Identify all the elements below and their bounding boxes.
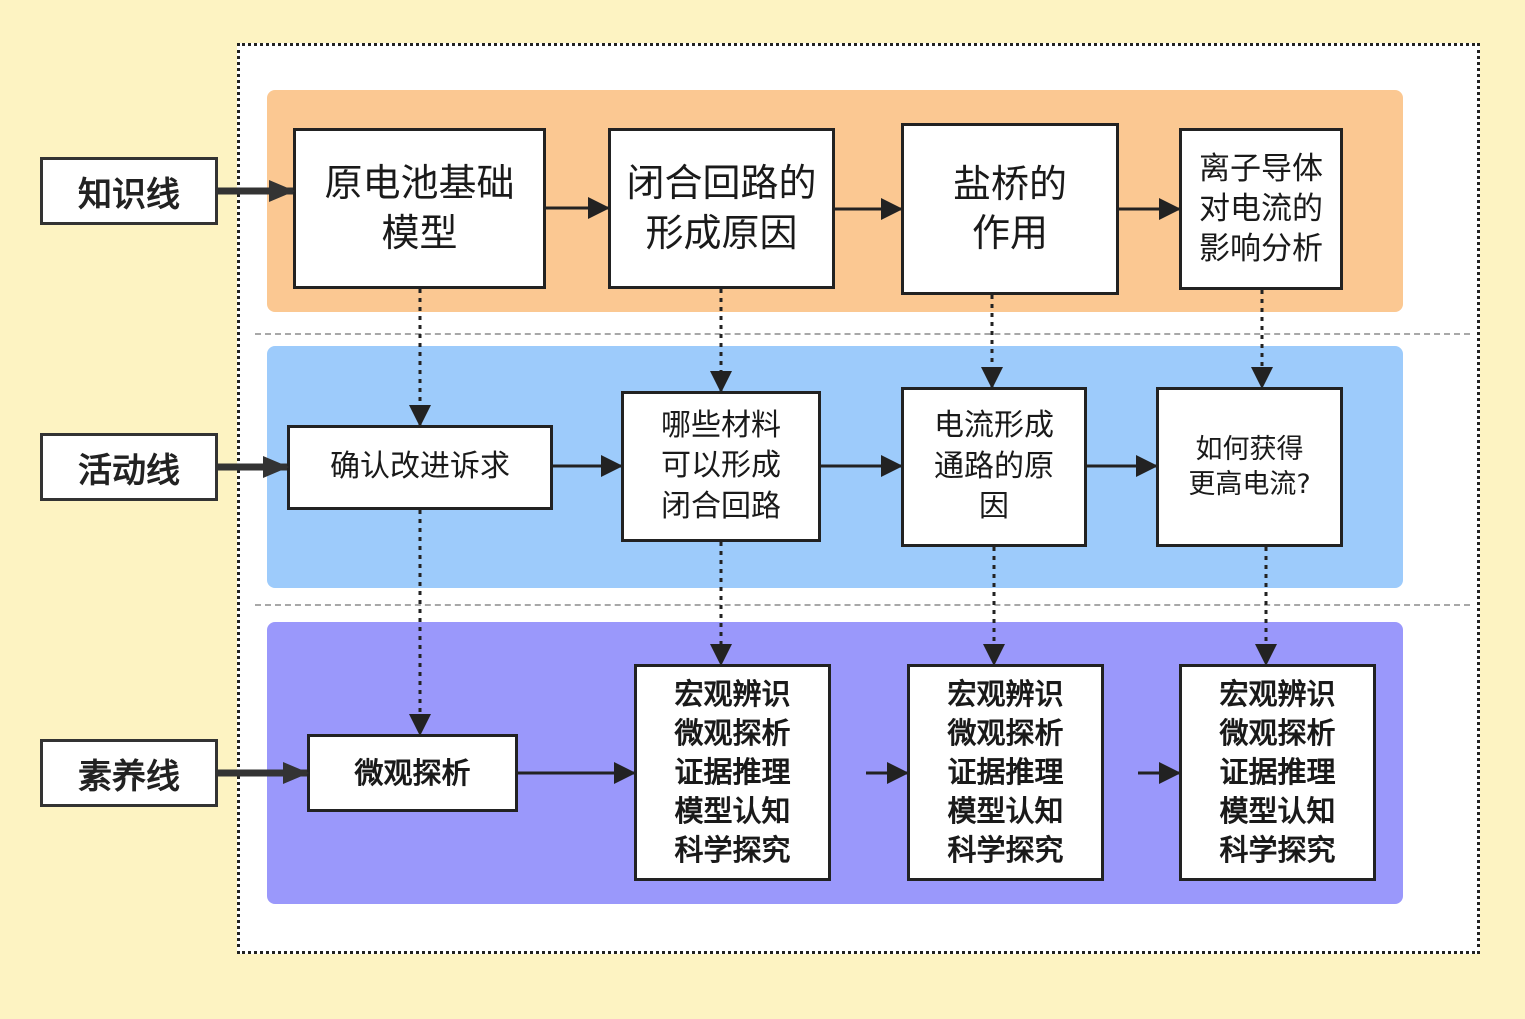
- literacy-node-4: 宏观辨识 微观探析 证据推理 模型认知 科学探究: [1179, 664, 1376, 881]
- separator-1: [255, 333, 1470, 335]
- activity-node-4: 如何获得 更高电流?: [1156, 387, 1343, 547]
- literacy-line-label: 素养线: [40, 739, 218, 807]
- activity-line-label: 活动线: [40, 433, 218, 501]
- knowledge-node-1: 原电池基础 模型: [293, 128, 546, 289]
- activity-node-1: 确认改进诉求: [287, 425, 553, 510]
- knowledge-node-4: 离子导体 对电流的 影响分析: [1179, 128, 1343, 290]
- separator-2: [255, 604, 1470, 606]
- activity-node-2: 哪些材料 可以形成 闭合回路: [621, 391, 821, 542]
- activity-node-3: 电流形成 通路的原 因: [901, 387, 1087, 547]
- literacy-node-1: 微观探析: [307, 734, 518, 812]
- knowledge-node-2: 闭合回路的 形成原因: [608, 128, 835, 289]
- knowledge-node-3: 盐桥的 作用: [901, 123, 1119, 295]
- literacy-node-3: 宏观辨识 微观探析 证据推理 模型认知 科学探究: [907, 664, 1104, 881]
- literacy-node-2: 宏观辨识 微观探析 证据推理 模型认知 科学探究: [634, 664, 831, 881]
- knowledge-line-label: 知识线: [40, 157, 218, 225]
